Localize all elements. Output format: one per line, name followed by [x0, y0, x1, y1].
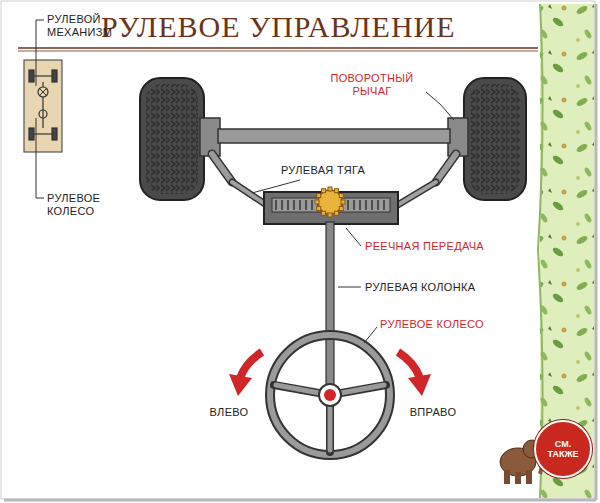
direction-label: ВПРАВО	[396, 406, 470, 419]
see-also-badge: СМ. ТАКЖЕ	[534, 420, 592, 478]
part-label: ПОВОРОТНЫЙ РЫЧАГ	[316, 72, 428, 98]
part-label: РУЛЕВОЕ КОЛЕСО	[380, 318, 530, 331]
part-label: РУЛЕВОЙ МЕХАНИЗМ	[47, 13, 142, 39]
badge-text: СМ. ТАКЖЕ	[544, 439, 582, 459]
part-label: РУЛЕВАЯ ТЯГА	[260, 164, 386, 177]
direction-label: ВЛЕВО	[198, 406, 260, 419]
part-label: РУЛЕВОЕ КОЛЕСО	[47, 192, 142, 218]
part-label: РУЛЕВАЯ КОЛОНКА	[365, 281, 525, 294]
part-label: РЕЕЧНАЯ ПЕРЕДАЧА	[365, 240, 525, 253]
title: РУЛЕВОЕ УПРАВЛЕНИЕ	[101, 10, 456, 44]
